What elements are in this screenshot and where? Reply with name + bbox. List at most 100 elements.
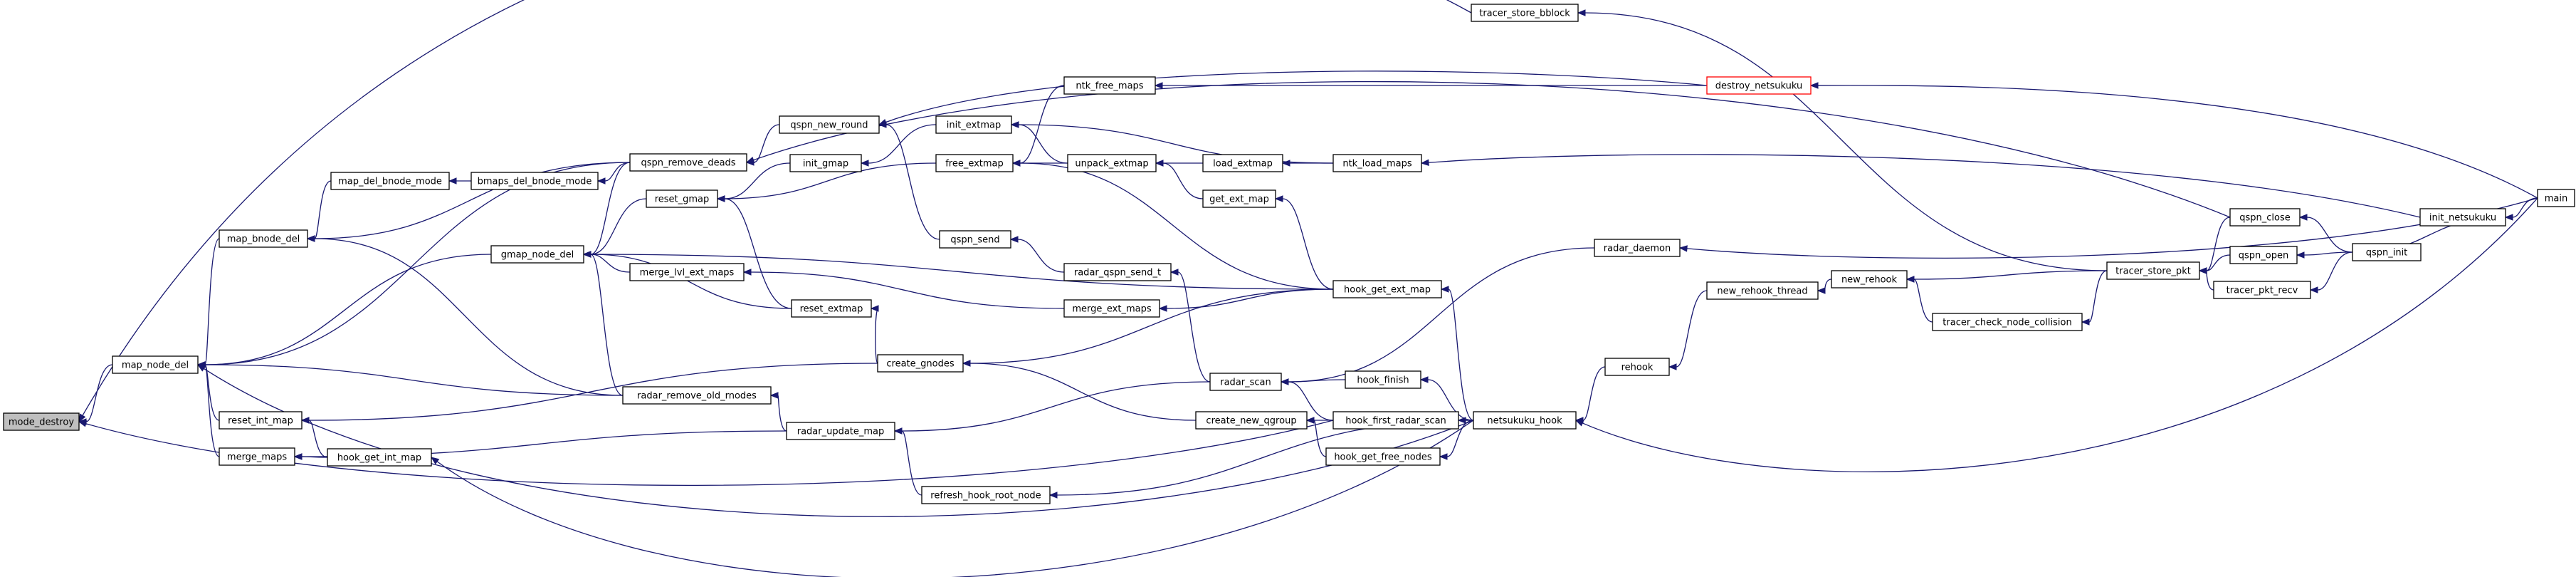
node-gmap-node-del[interactable]: gmap_node_del bbox=[490, 245, 584, 264]
node-box bbox=[646, 189, 718, 208]
edge-gmap-node-del-to-map-node-del bbox=[204, 254, 492, 365]
node-new-rehook[interactable]: new_rehook bbox=[1831, 270, 1908, 288]
edge-main-to-init-netsukuku bbox=[2512, 197, 2538, 218]
node-main[interactable]: main bbox=[2537, 189, 2575, 207]
node-reset-gmap[interactable]: reset_gmap bbox=[646, 189, 718, 208]
node-radar-remove-old-rnodes[interactable]: radar_remove_old_rnodes bbox=[622, 386, 772, 405]
node-rehook[interactable]: rehook bbox=[1604, 358, 1670, 376]
node-radar-scan[interactable]: radar_scan bbox=[1209, 373, 1282, 391]
node-box bbox=[1332, 154, 1422, 172]
node-unpack-extmap[interactable]: unpack_extmap bbox=[1067, 154, 1157, 172]
arrowhead bbox=[1010, 121, 1019, 128]
node-map-bnode-del[interactable]: map_bnode_del bbox=[219, 229, 308, 248]
edge-netsukuku-hook-to-hook-get-free-nodes bbox=[1446, 420, 1474, 457]
node-box bbox=[112, 355, 199, 374]
arrowhead bbox=[1905, 276, 1915, 283]
node-label: create_gnodes bbox=[886, 359, 954, 370]
edge-qspn-new-round-to-qspn-remove-deads bbox=[753, 124, 780, 163]
node-qspn-new-round[interactable]: qspn_new_round bbox=[779, 115, 880, 134]
node-box bbox=[1345, 370, 1421, 389]
edge-map-del-bnode-mode-to-map-bnode-del bbox=[314, 180, 332, 239]
node-tracer-store-pkt[interactable]: tracer_store_pkt bbox=[2106, 261, 2200, 280]
node-label: destroy_netsukuku bbox=[1715, 81, 1802, 92]
node-label: unpack_extmap bbox=[1075, 159, 1148, 170]
node-label: map_node_del bbox=[122, 360, 189, 371]
node-merge-lvl-ext-maps[interactable]: merge_lvl_ext_maps bbox=[629, 263, 745, 281]
node-tracer-pkt-recv[interactable]: tracer_pkt_recv bbox=[2213, 281, 2311, 299]
edge-reset-extmap-to-gmap-node-del bbox=[590, 254, 792, 309]
edge-merge-ext-maps-to-merge-lvl-ext-maps bbox=[750, 271, 1065, 309]
node-tracer-check-node-collision[interactable]: tracer_check_node_collision bbox=[1932, 313, 2083, 331]
node-box bbox=[1471, 4, 1579, 22]
node-label: merge_ext_maps bbox=[1072, 304, 1151, 315]
node-hook-first-radar-scan[interactable]: hook_first_radar_scan bbox=[1332, 411, 1459, 430]
node-merge-maps[interactable]: merge_maps bbox=[219, 447, 295, 466]
node-tracer-store-bblock[interactable]: tracer_store_bblock bbox=[1471, 4, 1579, 22]
edge-qspn-init-to-tracer-pkt-recv bbox=[2317, 251, 2353, 291]
arrowhead bbox=[1420, 159, 1429, 166]
node-create-gnodes[interactable]: create_gnodes bbox=[877, 354, 964, 373]
node-bmaps-del-bnode-mode[interactable]: bmaps_del_bnode_mode bbox=[470, 172, 599, 190]
arrowhead bbox=[1011, 160, 1021, 167]
node-refresh-hook-root-node[interactable]: refresh_hook_root_node bbox=[921, 486, 1051, 504]
node-mode-destroy[interactable]: mode_destroy bbox=[3, 412, 80, 431]
node-qspn-init[interactable]: qspn_init bbox=[2352, 243, 2422, 261]
node-qspn-open[interactable]: qspn_open bbox=[2229, 246, 2298, 264]
node-box bbox=[921, 486, 1051, 504]
node-new-rehook-thread[interactable]: new_rehook_thread bbox=[1706, 281, 1819, 300]
node-init-netsukuku[interactable]: init_netsukuku bbox=[2419, 208, 2506, 227]
node-hook-get-int-map[interactable]: hook_get_int_map bbox=[327, 448, 432, 467]
node-get-ext-map[interactable]: get_ext_map bbox=[1202, 189, 1276, 208]
arrowhead bbox=[596, 177, 606, 184]
edge-netsukuku-hook-to-map-node-del bbox=[204, 368, 1474, 517]
node-qspn-remove-deads[interactable]: qspn_remove_deads bbox=[629, 153, 747, 172]
node-hook-finish[interactable]: hook_finish bbox=[1345, 370, 1421, 389]
node-radar-update-map[interactable]: radar_update_map bbox=[786, 422, 895, 440]
node-qspn-close[interactable]: qspn_close bbox=[2229, 208, 2301, 227]
node-label: map_del_bnode_mode bbox=[338, 177, 442, 187]
edge-hook-get-ext-map-to-get-ext-map bbox=[1282, 198, 1334, 290]
node-map-del-bnode-mode[interactable]: map_del_bnode_mode bbox=[330, 172, 450, 190]
node-box bbox=[1209, 373, 1282, 391]
node-init-gmap[interactable]: init_gmap bbox=[789, 154, 862, 172]
edge-create-gnodes-to-reset-int-map bbox=[308, 363, 878, 421]
node-qspn-send[interactable]: qspn_send bbox=[939, 230, 1011, 249]
edge-qspn-remove-deads-to-map-node-del bbox=[204, 162, 631, 365]
node-box bbox=[2106, 261, 2200, 280]
arrowhead bbox=[78, 413, 86, 423]
arrowhead bbox=[860, 160, 869, 167]
node-netsukuku-hook[interactable]: netsukuku_hook bbox=[1473, 411, 1577, 430]
node-label: reset_extmap bbox=[800, 304, 863, 315]
node-map-node-del[interactable]: map_node_del bbox=[112, 355, 199, 374]
node-label: init_netsukuku bbox=[2429, 213, 2496, 224]
node-free-extmap[interactable]: free_extmap bbox=[935, 154, 1014, 172]
arrowhead bbox=[1154, 82, 1163, 89]
node-label: hook_first_radar_scan bbox=[1345, 416, 1446, 427]
node-reset-int-map[interactable]: reset_int_map bbox=[219, 411, 303, 430]
node-radar-qspn-send-t[interactable]: radar_qspn_send_t bbox=[1063, 263, 1172, 281]
node-box bbox=[2537, 189, 2575, 207]
arrowhead bbox=[448, 177, 457, 184]
edge-netsukuku-hook-to-hook-get-int-map bbox=[436, 420, 1474, 577]
node-ntk-load-maps[interactable]: ntk_load_maps bbox=[1332, 154, 1422, 172]
node-box bbox=[219, 411, 303, 430]
node-box bbox=[935, 115, 1012, 134]
node-label: reset_gmap bbox=[655, 194, 710, 205]
node-box bbox=[3, 412, 80, 431]
node-hook-get-free-nodes[interactable]: hook_get_free_nodes bbox=[1325, 447, 1441, 466]
node-load-extmap[interactable]: load_extmap bbox=[1202, 154, 1283, 172]
node-label: gmap_node_del bbox=[501, 250, 574, 261]
node-box bbox=[330, 172, 450, 190]
node-label: tracer_check_node_collision bbox=[1942, 318, 2071, 328]
node-init-extmap[interactable]: init_extmap bbox=[935, 115, 1012, 134]
node-create-new-qgroup[interactable]: create_new_qgroup bbox=[1195, 411, 1308, 430]
node-label: tracer_store_bblock bbox=[1479, 9, 1570, 19]
node-hook-get-ext-map[interactable]: hook_get_ext_map bbox=[1332, 280, 1442, 298]
node-merge-ext-maps[interactable]: merge_ext_maps bbox=[1063, 299, 1160, 318]
edge-init-extmap-to-init-gmap bbox=[868, 124, 937, 164]
node-destroy-netsukuku[interactable]: destroy_netsukuku bbox=[1706, 76, 1812, 95]
node-radar-daemon[interactable]: radar_daemon bbox=[1594, 239, 1681, 257]
node-reset-extmap[interactable]: reset_extmap bbox=[791, 299, 872, 318]
node-ntk-free-maps[interactable]: ntk_free_maps bbox=[1063, 76, 1156, 95]
node-label: tracer_pkt_recv bbox=[2227, 286, 2298, 296]
